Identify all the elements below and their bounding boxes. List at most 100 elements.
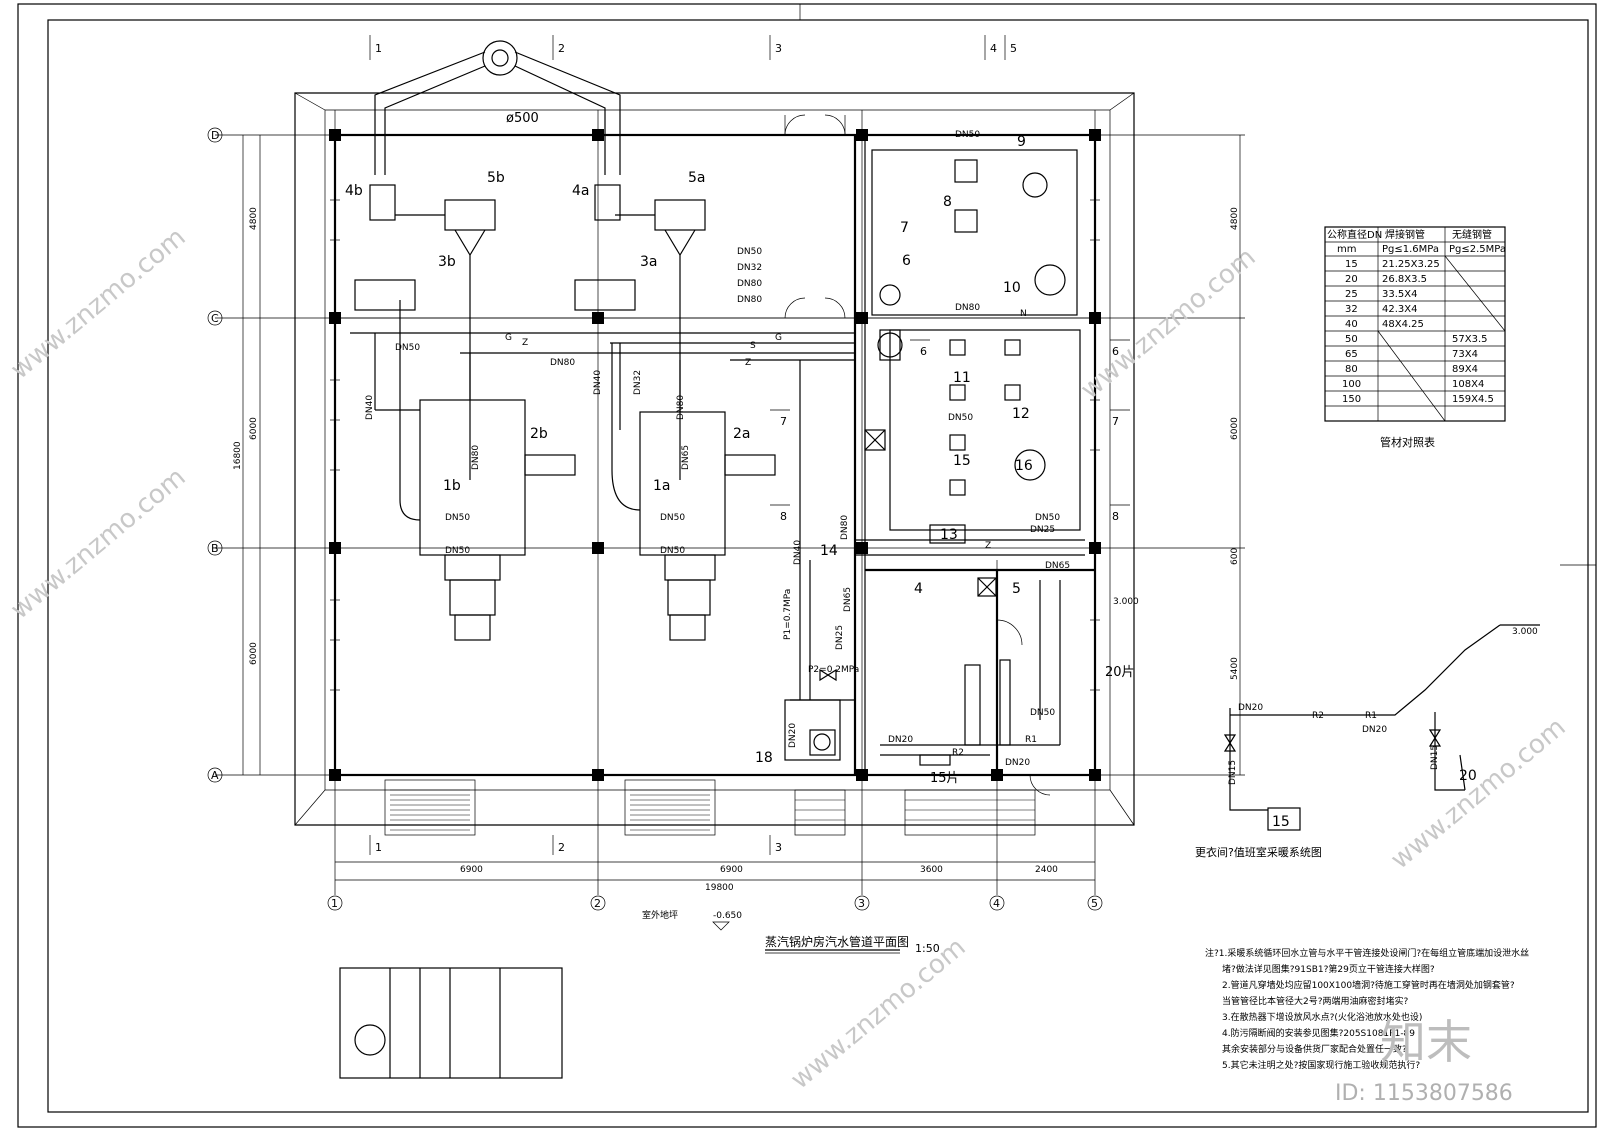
svg-text:20片: 20片 [1105, 665, 1135, 680]
svg-text:15: 15 [1272, 814, 1290, 830]
svg-text:DN50: DN50 [445, 513, 470, 523]
svg-text:15: 15 [1345, 259, 1358, 270]
svg-text:其余安装部分与设备供货厂家配合处置任一致?: 其余安装部分与设备供货厂家配合处置任一致? [1222, 1043, 1407, 1055]
svg-text:3.000: 3.000 [1512, 627, 1538, 637]
pipe-network [350, 300, 1085, 756]
svg-text:8: 8 [780, 510, 787, 523]
svg-text:DN50: DN50 [660, 546, 685, 556]
svg-text:DN50: DN50 [737, 247, 762, 257]
svg-text:DN32: DN32 [633, 370, 643, 395]
svg-text:6: 6 [920, 345, 927, 358]
svg-text:4a: 4a [572, 183, 590, 199]
svg-text:Z: Z [522, 338, 528, 348]
svg-text:5: 5 [1091, 897, 1098, 910]
svg-text:Z: Z [985, 541, 991, 551]
svg-text:公称直径DN: 公称直径DN [1327, 228, 1382, 241]
svg-text:DN50: DN50 [948, 413, 973, 423]
svg-text:2b: 2b [530, 426, 548, 442]
svg-text:5400: 5400 [1230, 657, 1240, 680]
svg-text:5b: 5b [487, 170, 505, 186]
structural-columns [329, 129, 1101, 781]
svg-text:48X4.25: 48X4.25 [1382, 319, 1424, 330]
pipe-labels: ø500 DN50 DN32 DN80 DN80 DN50 DN80 DN50 … [365, 111, 1538, 921]
svg-text:堵?做法详见图集?91SB1?第29页立干管连接大样图?: 堵?做法详见图集?91SB1?第29页立干管连接大样图? [1222, 963, 1435, 975]
svg-text:5a: 5a [688, 170, 706, 186]
svg-text:11: 11 [953, 370, 971, 386]
svg-text:18: 18 [755, 750, 773, 766]
svg-text:Pg≤1.6MPa: Pg≤1.6MPa [1382, 244, 1439, 255]
svg-text:-0.650: -0.650 [713, 911, 742, 921]
svg-text:Z: Z [745, 358, 751, 368]
svg-text:2.管道凡穿墙处均应留100X100墙洞?待施工穿管时再在墙: 2.管道凡穿墙处均应留100X100墙洞?待施工穿管时再在墙洞处加钢套管? [1222, 979, 1515, 991]
svg-text:2: 2 [594, 897, 601, 910]
svg-text:mm: mm [1337, 244, 1356, 255]
svg-text:1b: 1b [443, 478, 461, 494]
section-marks: 1 2 3 4 5 1 2 3 6 7 8 6 7 8 [369, 35, 1130, 855]
svg-text:3a: 3a [640, 254, 658, 270]
svg-text:当管管径比本管径大2号?两端用油麻密封堵实?: 当管管径比本管径大2号?两端用油麻密封堵实? [1222, 995, 1409, 1007]
entrance-stairs [384, 779, 1036, 836]
svg-text:ID: 1153807586: ID: 1153807586 [1335, 1081, 1513, 1106]
svg-text:16: 16 [1015, 458, 1033, 474]
svg-text:6000: 6000 [249, 642, 259, 665]
svg-text:DN20: DN20 [1362, 725, 1387, 735]
design-notes: 注?1.采暖系统循环回水立管与水平干管连接处设闸门?在每组立管底端加设泄水丝 堵… [1205, 947, 1529, 1071]
svg-text:无缝钢管: 无缝钢管 [1452, 228, 1492, 241]
svg-text:5: 5 [1010, 42, 1017, 55]
building-walls [333, 133, 1097, 777]
svg-text:DN80: DN80 [471, 445, 481, 470]
svg-text:2400: 2400 [1035, 865, 1058, 875]
svg-text:www.znzmo.com: www.znzmo.com [1075, 242, 1261, 405]
plan-title: 蒸汽锅炉房汽水管道平面图 [765, 934, 909, 949]
svg-text:26.8X3.5: 26.8X3.5 [1382, 274, 1427, 285]
svg-text:ø500: ø500 [506, 111, 539, 126]
svg-text:14: 14 [820, 543, 838, 559]
pipe-material-table: 公称直径DN 焊接钢管 无缝钢管 mm Pg≤1.6MPa Pg≤2.5MPa … [1324, 226, 1506, 449]
svg-text:DN40: DN40 [365, 395, 375, 420]
svg-text:DN15: DN15 [1228, 760, 1238, 785]
svg-text:DN80: DN80 [840, 515, 850, 540]
svg-text:DN80: DN80 [676, 395, 686, 420]
svg-text:9: 9 [1017, 134, 1026, 150]
svg-text:7: 7 [900, 220, 909, 236]
svg-text:50: 50 [1345, 334, 1358, 345]
svg-text:2: 2 [558, 42, 565, 55]
svg-text:www.znzmo.com: www.znzmo.com [1385, 712, 1571, 875]
svg-text:室外地坪: 室外地坪 [642, 909, 678, 921]
svg-text:19800: 19800 [705, 883, 734, 893]
svg-text:42.3X4: 42.3X4 [1382, 304, 1417, 315]
svg-text:20: 20 [1345, 274, 1358, 285]
svg-text:A: A [211, 769, 219, 782]
svg-text:DN50: DN50 [955, 130, 980, 140]
svg-text:S: S [750, 341, 756, 351]
svg-text:P2=0.2MPa: P2=0.2MPa [808, 665, 859, 675]
svg-text:1: 1 [375, 841, 382, 854]
svg-text:DN50: DN50 [1035, 513, 1060, 523]
svg-text:2: 2 [558, 841, 565, 854]
row-axis-bubbles: D C B A [207, 127, 223, 783]
svg-text:21.25X3.25: 21.25X3.25 [1382, 259, 1440, 270]
svg-text:4.防污隔断阀的安装参见图集?205S1081P1-89: 4.防污隔断阀的安装参见图集?205S1081P1-89 [1222, 1027, 1415, 1039]
svg-text:32: 32 [1345, 304, 1358, 315]
svg-text:3.000: 3.000 [1113, 597, 1139, 607]
svg-text:注?1.采暖系统循环回水立管与水平干管连接处设闸门?在每组立: 注?1.采暖系统循环回水立管与水平干管连接处设闸门?在每组立管底端加设泄水丝 [1205, 947, 1529, 959]
svg-text:B: B [211, 542, 219, 555]
svg-text:3: 3 [858, 897, 865, 910]
svg-text:更衣间?值班室采暖系统图: 更衣间?值班室采暖系统图 [1195, 845, 1322, 859]
svg-text:DN20: DN20 [788, 723, 798, 748]
svg-text:DN25: DN25 [1030, 525, 1055, 535]
svg-text:6900: 6900 [720, 865, 743, 875]
doors [784, 114, 1051, 796]
svg-text:3b: 3b [438, 254, 456, 270]
svg-text:100: 100 [1342, 379, 1361, 390]
roof-outline [294, 92, 1135, 826]
svg-text:65: 65 [1345, 349, 1358, 360]
svg-text:4: 4 [993, 897, 1000, 910]
svg-text:108X4: 108X4 [1452, 379, 1484, 390]
fans [354, 184, 706, 412]
column-axis-bubbles: 1 2 3 4 5 [327, 895, 1103, 911]
svg-text:25: 25 [1345, 289, 1358, 300]
chimney-flue [374, 40, 621, 175]
svg-text:管材对照表: 管材对照表 [1380, 435, 1435, 449]
svg-text:3600: 3600 [920, 865, 943, 875]
